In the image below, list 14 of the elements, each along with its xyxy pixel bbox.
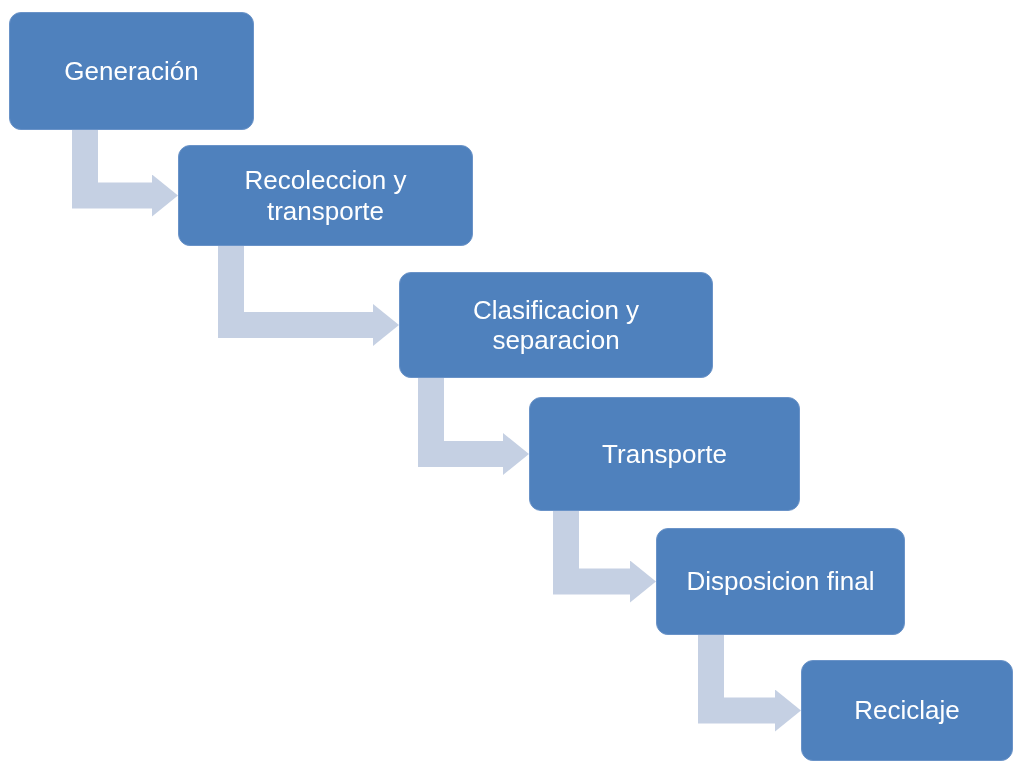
process-box xyxy=(801,660,1013,761)
box-label: Recoleccion y transporte xyxy=(243,165,408,226)
box-label: Transporte xyxy=(602,438,727,470)
arrow xyxy=(72,130,178,217)
arrow xyxy=(553,511,656,603)
box-label: Clasificacion y separacion xyxy=(471,294,641,356)
process-box xyxy=(9,12,254,130)
box-label: Disposicion final xyxy=(686,566,875,597)
process-box xyxy=(178,145,473,246)
process-box xyxy=(656,528,905,635)
box-label: Reciclaje xyxy=(854,695,960,726)
process-box xyxy=(399,272,713,378)
process-box xyxy=(529,397,800,511)
box-label: Generación xyxy=(64,55,199,87)
